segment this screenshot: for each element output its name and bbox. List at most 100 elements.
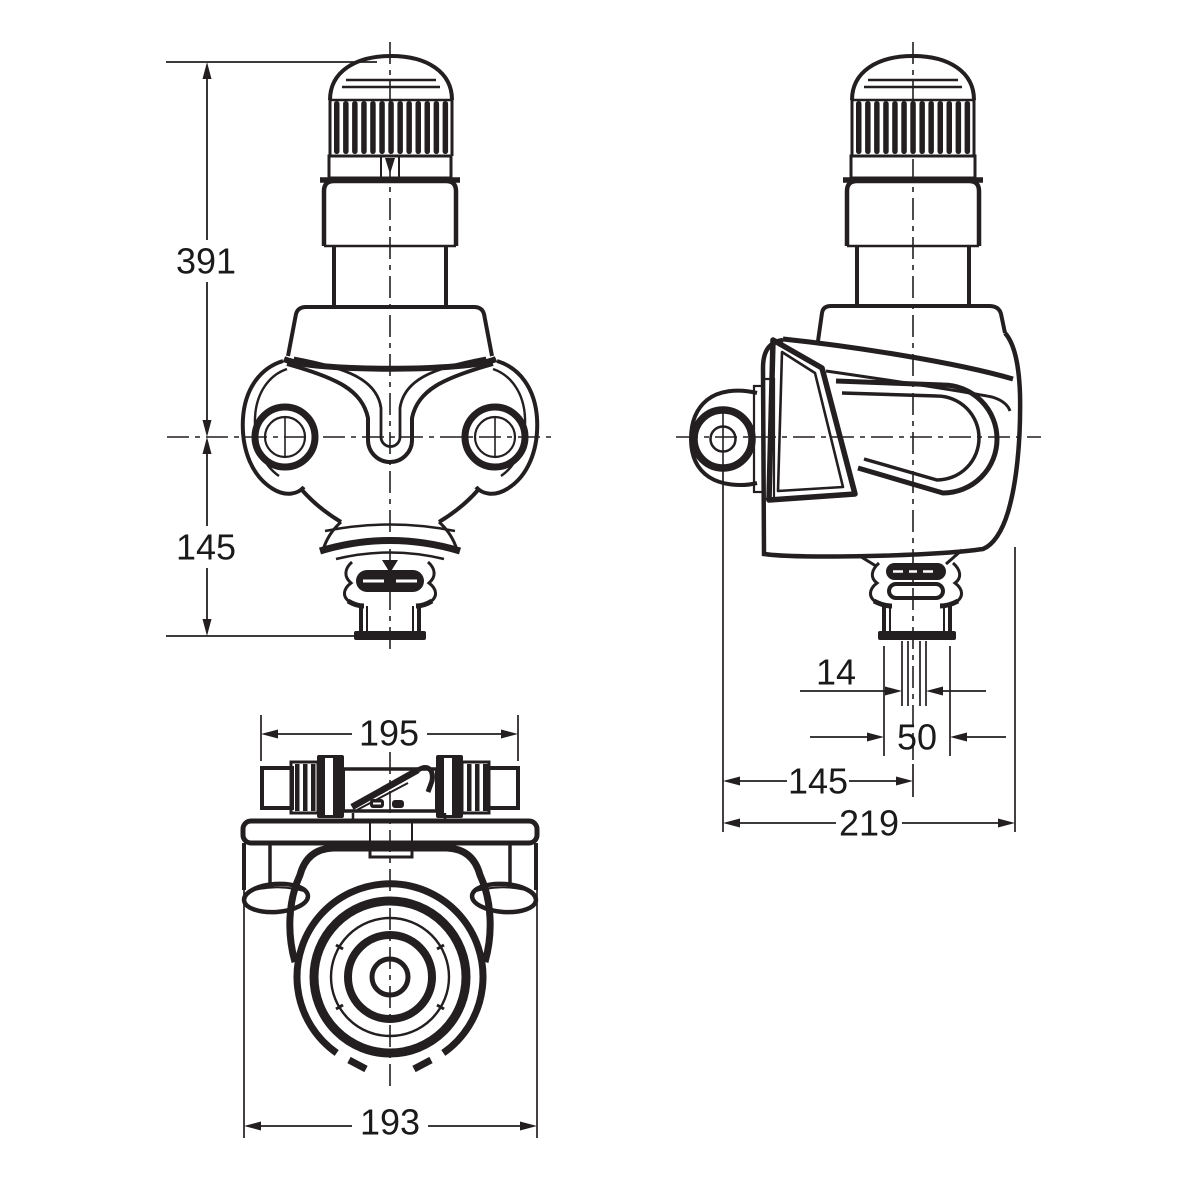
dim-label-219: 219 [839,803,899,844]
left-port-ring [251,403,319,471]
bottom-dimensions: 195 193 [243,713,538,1143]
arrowhead [261,729,278,739]
side-outlet [857,548,963,706]
foot-tab-left [347,1056,368,1073]
arch [286,844,494,963]
arrowhead [202,437,212,454]
ring-inner-heavy [344,931,436,1023]
right-port-ring [461,403,529,471]
right-port-bore [473,415,517,459]
taper-right [945,548,963,566]
shoulder [286,305,494,357]
arrowhead [950,732,967,742]
front-dimensions: 391 145 [166,61,377,637]
arrowhead [520,1121,537,1131]
lever-hook [416,765,435,793]
right-wing-inner [475,886,534,893]
washer-lower-arc [335,551,445,561]
shroud-inner [293,356,487,448]
lever-diagonal [350,767,420,810]
ring-thin [329,916,451,1038]
side-cap [843,53,983,306]
u-groove-outer [835,378,1000,496]
arrowhead [885,686,902,696]
arrowhead [202,420,212,437]
tube-bottom-cap [878,631,956,640]
taper-left [300,488,343,524]
cap-dome [328,53,454,101]
arrowhead [926,686,943,696]
washer-heavy-arc [318,537,462,555]
dim-label-195: 195 [359,713,419,754]
dim-label-50: 50 [897,717,937,758]
arrowhead [202,619,212,636]
ring-outer-heavy [309,896,471,1058]
arrowhead [723,818,740,828]
dim-label-14: 14 [816,652,856,693]
ring-ticks [335,943,445,1011]
right-wing [469,881,539,915]
arrowhead [867,732,884,742]
bellows-right [951,561,963,604]
taper-right [437,488,480,524]
cap-knurl-ribs [856,101,971,154]
lever-base [392,800,404,808]
arrowhead [202,62,212,79]
dim-label-145-side: 145 [788,761,848,802]
u-groove-inner [841,391,981,482]
side-dimensions: 14 50 145 219 [722,470,1016,844]
right-ear-outer [474,359,540,496]
small-pipe-lines [901,641,927,706]
flange-plate [761,377,776,501]
left-ear-outer [240,359,306,496]
arrowhead [896,776,913,786]
front-body [240,305,540,524]
flow-pointer [382,560,398,573]
bellows-left [869,561,881,604]
front-view [240,53,540,640]
right-nut-highlight [444,758,452,815]
arrowhead [723,776,740,786]
collar [282,356,498,372]
tube-bottom-cap [354,631,426,640]
dim-label-193: 193 [360,1102,420,1143]
center-bore [369,956,411,998]
foot-tab-right [412,1056,433,1073]
bottom-pipe-assembly [260,755,520,821]
top-block [816,304,1007,342]
side-view [688,53,1023,706]
dim-label-145-front: 145 [176,527,236,568]
lever-inner-line [356,782,409,811]
taper-left [857,553,877,568]
left-port-bore [263,415,307,459]
head-cylinder [844,178,982,246]
bottom-body [240,818,540,1073]
shroud-outer [286,362,494,464]
handle-outer [766,337,858,503]
setting-pointer [385,158,395,174]
dimensions: 391 145 195 193 14 [166,61,1016,1143]
bellows-right [426,560,437,604]
front-outlet [318,520,462,640]
arrowhead [244,1121,261,1131]
side-body [688,304,1023,559]
left-nut-highlight [325,758,333,815]
bellows-left [343,560,354,604]
head-cylinder [321,178,459,246]
bottom-view [240,755,540,1073]
right-end-cap [486,766,520,810]
left-wing-inner [246,886,305,893]
shroud-top-diagonal [782,336,1014,382]
cap-knurl-ribs [334,101,449,154]
handle-inner [776,350,845,493]
outer-horseshoe-ring [293,880,487,1056]
arrowhead [998,818,1015,828]
bellows-stadium-outline [887,582,945,600]
arrowhead [501,729,518,739]
bell-rim [324,523,456,533]
cap-dome [850,53,976,101]
front-cap [320,53,460,307]
